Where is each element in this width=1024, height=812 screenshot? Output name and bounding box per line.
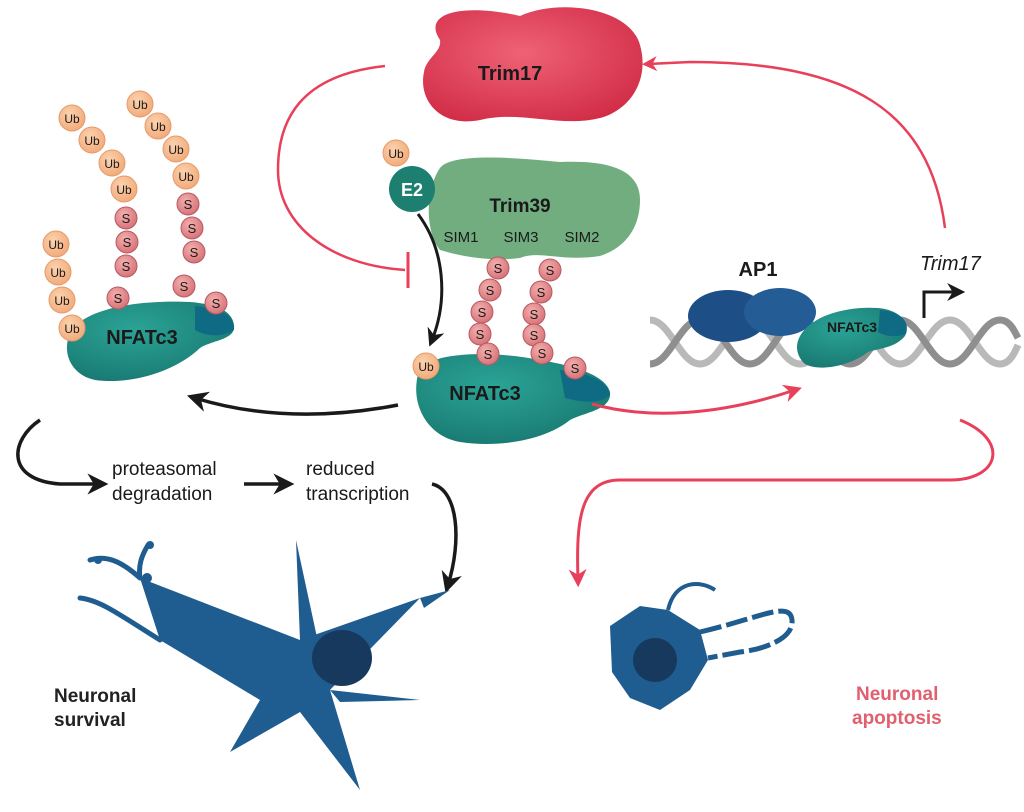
- healthy-neuron: [77, 540, 450, 790]
- nfatc3-bound-label: NFATc3: [827, 319, 877, 335]
- feedback-arrow: [642, 56, 947, 229]
- sumo-label: S: [212, 296, 221, 311]
- sumo-central-single: [563, 356, 587, 380]
- sim3-label: SIM3: [503, 229, 538, 246]
- e2-label: E2: [401, 180, 423, 200]
- nfatc3-left-tail: [195, 306, 235, 336]
- svg-text:S: S: [122, 211, 131, 226]
- ap1-label: AP1: [739, 259, 778, 281]
- nfatc3-central-label: NFATc3: [449, 383, 521, 405]
- svg-text:S: S: [486, 283, 495, 298]
- sumo-chain-central-1: S S S S S: [468, 256, 510, 366]
- svg-text:Ub: Ub: [178, 170, 194, 184]
- sumo-chain-left-2: S S S S: [172, 192, 206, 298]
- ub-chain-left-2: Ub Ub Ub Ub: [126, 90, 200, 190]
- tss-arrow: [922, 283, 966, 318]
- ap1-subunit-right: [744, 288, 816, 336]
- svg-text:Ub: Ub: [116, 183, 132, 197]
- arrow-to-survival: [431, 482, 462, 594]
- nfatc3-left: [66, 301, 235, 382]
- svg-text:S: S: [114, 291, 123, 306]
- survival-line2: survival: [54, 710, 126, 731]
- svg-text:S: S: [530, 307, 539, 322]
- svg-text:Ub: Ub: [54, 294, 70, 308]
- sumo-chain-central-2: S S S S S: [522, 258, 562, 365]
- svg-text:S: S: [546, 263, 555, 278]
- trim17-protein: [423, 7, 643, 122]
- ub-on-e2: [382, 139, 410, 167]
- ub-label: Ub: [418, 360, 434, 374]
- nfatc3-left-label: NFATc3: [106, 327, 178, 349]
- svg-text:Ub: Ub: [168, 143, 184, 157]
- svg-text:S: S: [190, 245, 199, 260]
- arrow-to-ubiquitinated: [186, 391, 399, 416]
- proteasomal-line1: proteasomal: [112, 459, 217, 480]
- reduced-line2: transcription: [306, 484, 410, 505]
- svg-text:Ub: Ub: [84, 134, 100, 148]
- arrow-to-transcription: [591, 384, 802, 415]
- ub-central: [412, 352, 440, 380]
- svg-text:S: S: [184, 197, 193, 212]
- trim17-inhibition-line: [276, 64, 406, 272]
- svg-text:Ub: Ub: [104, 157, 120, 171]
- svg-text:S: S: [537, 285, 546, 300]
- arrow-to-apoptosis: [568, 418, 995, 588]
- svg-text:S: S: [530, 328, 539, 343]
- healthy-neuron-nucleus: [312, 630, 372, 686]
- sim2-label: SIM2: [564, 229, 599, 246]
- sim1-label: SIM1: [443, 229, 478, 246]
- svg-text:S: S: [180, 279, 189, 294]
- ub-label: Ub: [388, 147, 404, 161]
- apoptosis-line1: Neuronal: [856, 684, 938, 705]
- sumo-chain-left-1: S S S S: [106, 206, 139, 310]
- reduced-line1: reduced: [306, 459, 375, 480]
- proteasomal-line2: degradation: [112, 484, 212, 505]
- apoptotic-neuron-nucleus: [633, 638, 677, 682]
- svg-text:S: S: [476, 327, 485, 342]
- svg-text:Ub: Ub: [150, 120, 166, 134]
- e2-enzyme: [389, 166, 435, 212]
- sumo-label: S: [571, 361, 580, 376]
- trim17-label: Trim17: [478, 63, 542, 85]
- svg-text:S: S: [538, 346, 547, 361]
- ub-chain-left-1: Ub Ub Ub Ub: [58, 104, 138, 203]
- svg-text:S: S: [478, 305, 487, 320]
- svg-text:S: S: [123, 235, 132, 250]
- trim17-gene-label: Trim17: [920, 253, 982, 275]
- apoptosis-line2: apoptosis: [852, 708, 942, 729]
- svg-text:S: S: [188, 221, 197, 236]
- trim39-protein: [428, 157, 640, 260]
- svg-text:S: S: [122, 259, 131, 274]
- svg-text:Ub: Ub: [50, 266, 66, 280]
- nfatc3-bound-tail: [878, 310, 907, 337]
- svg-text:S: S: [484, 347, 493, 362]
- arrow-to-degradation: [16, 418, 109, 495]
- sumo-left-single: [204, 291, 228, 315]
- svg-text:Ub: Ub: [64, 112, 80, 126]
- ubiquitination-arrow: [416, 213, 445, 347]
- svg-text:S: S: [494, 261, 503, 276]
- svg-text:Ub: Ub: [132, 98, 148, 112]
- survival-line1: Neuronal: [54, 686, 136, 707]
- svg-text:Ub: Ub: [64, 322, 80, 336]
- trim39-label: Trim39: [489, 196, 550, 217]
- ub-chain-left-3: Ub Ub Ub Ub: [42, 230, 86, 342]
- svg-text:Ub: Ub: [48, 238, 64, 252]
